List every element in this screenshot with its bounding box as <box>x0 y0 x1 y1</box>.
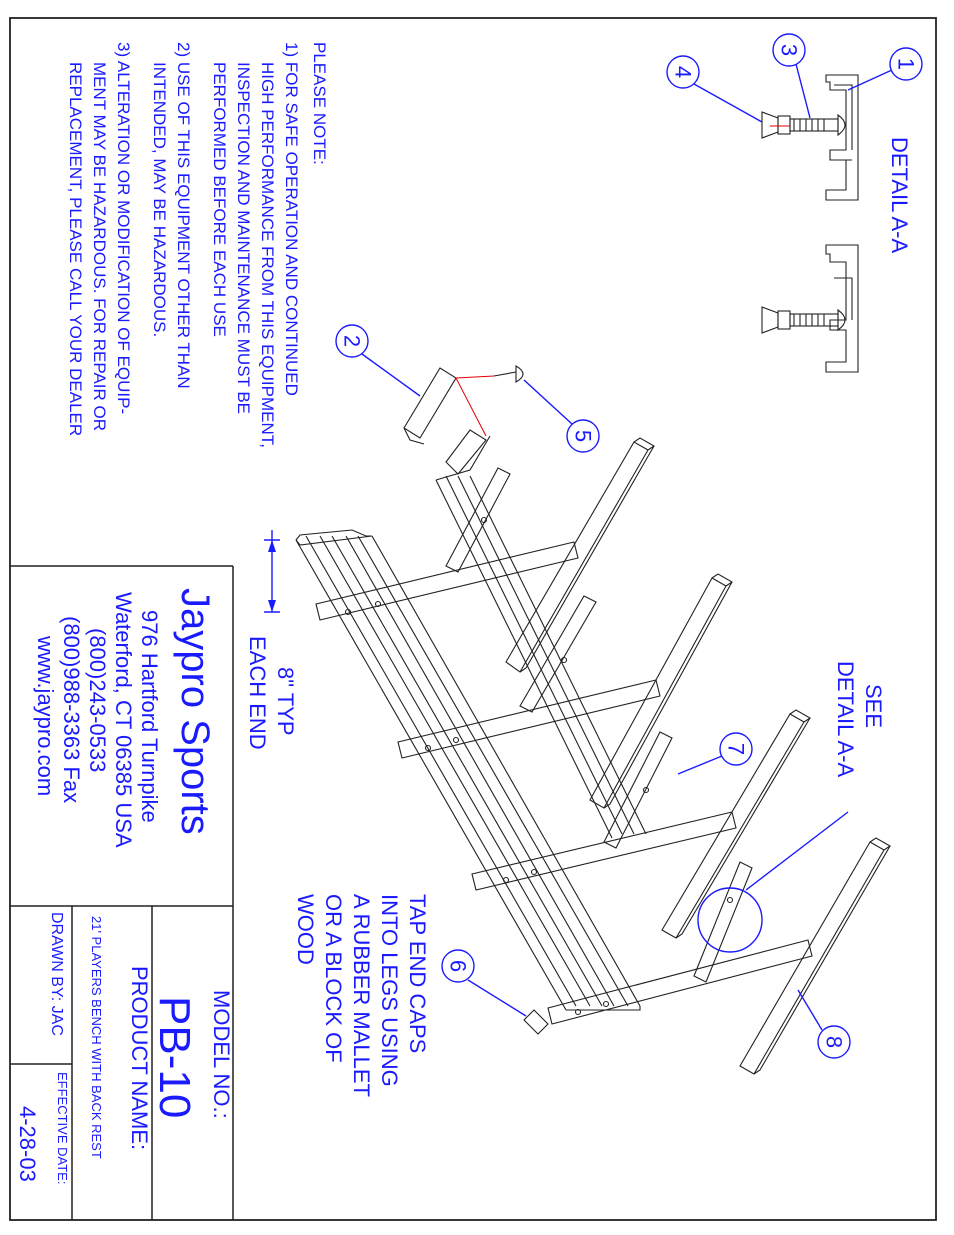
company-address2: Waterford, CT 06385 USA <box>111 592 136 848</box>
callout-4: 4 <box>666 55 763 123</box>
svg-text:3) ALTERATION OR MODIFICATION: 3) ALTERATION OR MODIFICATION OF EQUIP- <box>114 42 133 414</box>
svg-text:INTO LEGS USING: INTO LEGS USING <box>377 894 402 1087</box>
svg-text:SEE: SEE <box>861 684 886 728</box>
svg-text:5: 5 <box>571 430 596 442</box>
svg-text:2: 2 <box>340 335 365 347</box>
svg-text:6: 6 <box>446 960 471 972</box>
product-name: 21' PLAYERS BENCH WITH BACK REST <box>89 916 104 1159</box>
svg-text:MENT MAY BE HAZARDOUS. FOR RE: MENT MAY BE HAZARDOUS. FOR REPAIR OR <box>90 62 109 431</box>
detail-a-a <box>761 74 859 373</box>
model-label: MODEL NO.: <box>209 990 234 1119</box>
svg-text:REPLACEMENT, PLEASE CALL YOUR: REPLACEMENT, PLEASE CALL YOUR DEALER <box>66 62 85 436</box>
svg-text:EACH END: EACH END <box>245 636 270 750</box>
svg-text:3: 3 <box>777 44 802 56</box>
bench-assembly <box>295 365 892 1075</box>
svg-text:INSPECTION AND MAINTENANCE MUS: INSPECTION AND MAINTENANCE MUST BE <box>234 62 253 414</box>
svg-text:DETAIL A-A: DETAIL A-A <box>833 661 858 777</box>
callout-6: 6 <box>441 949 527 1017</box>
see-detail-note: SEE DETAIL A-A <box>833 661 886 777</box>
effective-date-label: EFFECTIVE DATE: <box>55 1072 70 1184</box>
model-number: PB-10 <box>150 996 199 1118</box>
callout-1: 1 <box>847 47 923 91</box>
see-detail-leader <box>745 811 849 891</box>
company-name: Jaypro Sports <box>173 588 217 835</box>
svg-text:1: 1 <box>894 58 919 70</box>
svg-text:8" TYP: 8" TYP <box>273 667 298 736</box>
sheet-border <box>9 17 937 1221</box>
svg-text:A RUBBER MALLET: A RUBBER MALLET <box>349 894 374 1097</box>
title-block: Jaypro Sports 976 Hartford Turnpike Wate… <box>10 565 234 1220</box>
red-guide-lines <box>455 125 790 437</box>
svg-text:OR A BLOCK OF: OR A BLOCK OF <box>321 894 346 1063</box>
svg-text:2) USE OF THIS EQUIPMENT OTHER: 2) USE OF THIS EQUIPMENT OTHER THAN <box>174 42 193 389</box>
end-caps-note: TAP END CAPS INTO LEGS USING A RUBBER MA… <box>293 894 430 1097</box>
dimension-note: 8" TYP EACH END <box>245 530 298 750</box>
svg-text:INTENDED, MAY BE HAZARDOUS.: INTENDED, MAY BE HAZARDOUS. <box>150 62 169 337</box>
callout-3: 3 <box>772 33 811 119</box>
callout-8: 8 <box>797 989 851 1059</box>
effective-date: 4-28-03 <box>15 1106 40 1182</box>
svg-text:1) FOR SAFE OPERATION AND CONT: 1) FOR SAFE OPERATION AND CONTINUED <box>282 42 301 396</box>
svg-text:TAP END CAPS: TAP END CAPS <box>405 894 430 1053</box>
company-phone: (800)243-0533 <box>85 628 110 772</box>
callout-7: 7 <box>677 732 753 775</box>
svg-text:4: 4 <box>671 66 696 78</box>
company-web: www.jaypro.com <box>33 635 58 796</box>
safety-notes: PLEASE NOTE: 1) FOR SAFE OPERATION AND C… <box>66 42 329 448</box>
detail-circle <box>697 887 763 953</box>
svg-text:WOOD: WOOD <box>293 894 318 965</box>
detail-title: DETAIL A-A <box>887 137 912 253</box>
company-fax: (800)988-3363 Fax <box>59 616 84 803</box>
callouts: 1 3 4 2 5 7 6 <box>335 33 923 1059</box>
product-label: PRODUCT NAME: <box>127 966 152 1150</box>
drawn-by: DRAWN BY: JAC <box>48 912 65 1036</box>
callout-2: 2 <box>335 324 421 397</box>
company-address1: 976 Hartford Turnpike <box>137 610 162 823</box>
notes-heading: PLEASE NOTE: <box>310 42 329 165</box>
callout-5: 5 <box>523 379 600 453</box>
svg-text:8: 8 <box>822 1036 847 1048</box>
svg-text:PERFORMED BEFORE EACH USE: PERFORMED BEFORE EACH USE <box>210 62 229 337</box>
svg-text:HIGH PERFORMANCE FROM THIS EQU: HIGH PERFORMANCE FROM THIS EQUIPMENT, <box>258 62 277 448</box>
svg-text:7: 7 <box>724 743 749 755</box>
